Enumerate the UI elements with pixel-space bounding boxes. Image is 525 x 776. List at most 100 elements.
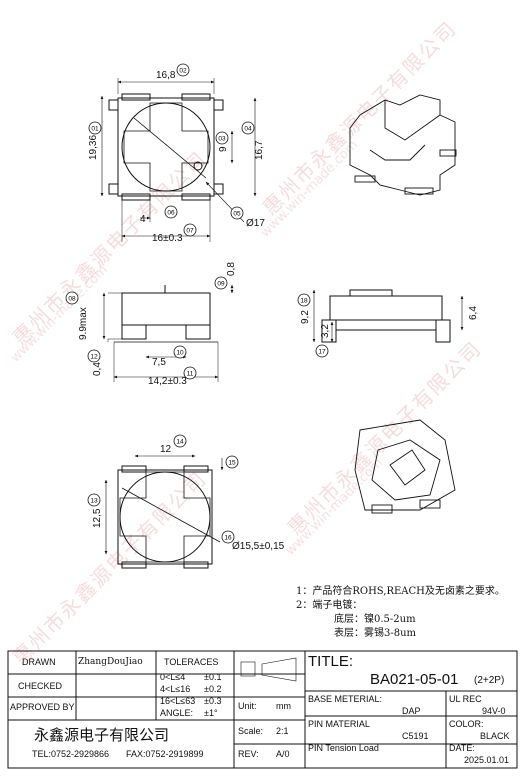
tol-value: ±1° — [204, 708, 218, 718]
iso-view-bottom — [354, 419, 456, 514]
dim-bottom-h: 12,5 — [92, 508, 103, 528]
iso-view-top — [349, 94, 457, 196]
note-line: 表层：雾锡3-8um — [334, 628, 417, 639]
callout-balloon: 05 — [230, 206, 244, 220]
checked-label: CHECKED — [18, 681, 63, 691]
ul-value: 94V-0 — [482, 706, 506, 716]
dim-pin-h: 0,4 — [92, 362, 103, 376]
callout-balloon: 04 — [241, 121, 255, 135]
note-line: 底层：镍0.5-2um — [334, 614, 416, 625]
callout-balloon: 07 — [183, 223, 197, 237]
cone-circle — [121, 102, 211, 192]
callout-balloon: 06 — [164, 205, 178, 219]
note-line: 1：产品符合ROHS,REACH及无卤素之要求。 — [296, 586, 505, 597]
callout-balloon: 01 — [88, 121, 102, 135]
callout-balloon: 08 — [65, 291, 79, 305]
rev-label: REV: — [238, 749, 259, 759]
company-fax: FAX:0752-2919899 — [126, 749, 204, 759]
drawn-label: DRAWN — [22, 657, 56, 667]
callout-balloon: 16 — [221, 530, 235, 544]
callout-balloon: 13 — [87, 493, 101, 507]
callout-number: 06 — [167, 210, 175, 217]
callout-number: 09 — [217, 281, 225, 288]
dim-inner: 9 — [218, 146, 229, 152]
balloon-group: 01 02 03 04 05 06 07 08 09 10 11 12 17 18 13 14 15 16 — [65, 63, 329, 544]
tol-range: 16<L≤63 — [160, 696, 196, 706]
tol-range: 0<L≤4 — [160, 672, 186, 682]
note-line: 2：端子电镀： — [296, 600, 363, 611]
callout-number: 03 — [218, 136, 226, 143]
callout-number: 12 — [90, 354, 98, 361]
pin-material-value: C5191 — [402, 731, 429, 741]
unit-value: mm — [276, 701, 291, 711]
title-block: DRAWN ZhangDouJiao CHECKED APPROVED BY T… — [8, 651, 517, 768]
callout-number: 18 — [300, 298, 308, 305]
dim-right-height: 16,7 — [254, 140, 265, 160]
callout-balloon: 12 — [87, 349, 101, 363]
title-label: TITLE: — [308, 653, 354, 670]
callout-number: 13 — [90, 498, 98, 505]
dim-width: 16,8 — [156, 70, 176, 81]
company-name: 永鑫源电子有限公司 — [34, 726, 170, 744]
callout-number: 17 — [318, 349, 326, 356]
title-block-frame — [7, 650, 518, 769]
end-view — [312, 289, 464, 343]
callout-number: 05 — [233, 211, 241, 218]
tol-value: ±0.2 — [204, 684, 222, 694]
callout-balloon: 17 — [315, 344, 329, 358]
pin-tension-label: PIN Tension Load — [308, 743, 379, 753]
ul-label: UL REC — [449, 694, 482, 704]
dim-side-height: 9.9max — [78, 307, 89, 340]
approved-label: APPROVED BY — [10, 702, 75, 712]
callout-balloon: 09 — [214, 276, 228, 290]
top-view — [100, 78, 257, 242]
dim-diameter: Ø17 — [246, 218, 265, 229]
dim-side-top: 0,8 — [226, 262, 237, 276]
part-suffix: (2+2P) — [474, 675, 505, 686]
callout-balloon: 03 — [215, 131, 229, 145]
dim-end-h3: 6,4 — [468, 306, 479, 320]
callout-number: 01 — [91, 126, 99, 133]
dim-bottom-w: 12 — [160, 444, 172, 455]
callout-balloon: 10 — [173, 345, 187, 359]
dim-pitch: 16±0.3 — [152, 233, 183, 244]
base-material-label: BASE METERIAL: — [308, 694, 383, 704]
side-view — [102, 284, 234, 382]
dim-end-h1: 9,2 — [300, 310, 311, 324]
callout-number: 16 — [224, 535, 232, 542]
callout-number: 10 — [176, 350, 184, 357]
dim-height: 19,36 — [88, 135, 99, 160]
tol-range: 4<L≤16 — [160, 684, 191, 694]
callout-number: 07 — [186, 228, 194, 235]
callout-balloon: 02 — [176, 63, 190, 77]
dim-end-h2: 3,2 — [320, 324, 331, 338]
callout-number: 14 — [176, 439, 184, 446]
callout-number: 04 — [244, 126, 252, 133]
tol-range: ANGLE: — [160, 708, 194, 718]
dim-small: 4 — [140, 214, 146, 225]
part-number: BA021-05-01 — [370, 671, 459, 688]
body-outline — [117, 97, 215, 197]
company-tel: TEL:0752-2929866 — [32, 749, 110, 759]
unit-label: Unit: — [238, 701, 257, 711]
tolerances-label: TOLERACES — [164, 657, 219, 667]
base-material-value: DAP — [402, 706, 421, 716]
dim-pin-gap: 7,5 — [152, 357, 166, 368]
callout-balloon: 14 — [173, 434, 187, 448]
color-label: COLOR: — [449, 719, 484, 729]
rev-value: A/0 — [276, 749, 290, 759]
pin-material-label: PIN MATERIAL — [308, 719, 370, 729]
callout-number: 08 — [68, 296, 76, 303]
callout-balloon: 11 — [183, 366, 197, 380]
callout-balloon: 15 — [225, 455, 239, 469]
tol-value: ±0.1 — [204, 672, 222, 682]
dim-span: 14,2±0.3 — [148, 376, 187, 387]
bottom-view — [104, 454, 224, 569]
callout-number: 15 — [228, 460, 236, 467]
tol-value: ±0.3 — [204, 696, 222, 706]
drawn-value: ZhangDouJiao — [78, 657, 143, 667]
callout-number: 02 — [179, 68, 187, 75]
callout-number: 11 — [187, 371, 194, 378]
scale-value: 2:1 — [276, 726, 289, 736]
